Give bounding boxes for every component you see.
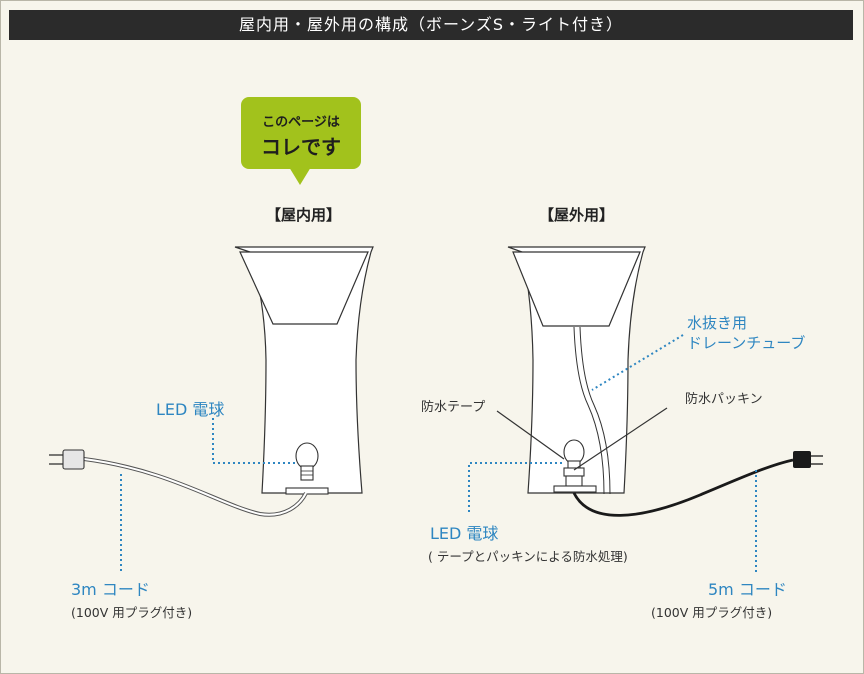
page-title: 屋内用・屋外用の構成（ボーンズS・ライト付き） xyxy=(9,10,853,40)
indoor-heading: 【屋内用】 xyxy=(266,206,342,224)
outdoor-planter xyxy=(507,246,646,494)
indoor-plug-icon xyxy=(49,449,85,470)
callout-line-2: コレです xyxy=(261,135,341,159)
outdoor-leader-lines xyxy=(468,334,757,572)
indoor-led-label: LED 電球 xyxy=(156,400,225,419)
indoor-leader-lines xyxy=(120,418,297,572)
callout-tail xyxy=(289,167,311,185)
outdoor-cord xyxy=(572,458,794,517)
indoor-planter xyxy=(234,246,374,494)
outdoor-led-bulb xyxy=(553,439,597,493)
waterproof-packing-label: 防水パッキン xyxy=(685,392,763,407)
outdoor-plug-icon xyxy=(793,451,823,468)
callout-bubble: このページは コレです xyxy=(241,97,361,169)
outdoor-cord-note: (100V 用プラグ付き) xyxy=(651,605,773,620)
indoor-cord-label: 3m コード xyxy=(71,580,150,599)
outdoor-pointer-lines xyxy=(496,407,668,471)
outdoor-heading: 【屋外用】 xyxy=(539,206,615,224)
outdoor-led-label: LED 電球 xyxy=(430,524,499,543)
waterproof-tape-label: 防水テープ xyxy=(421,400,486,415)
drain-tube-label-1: 水抜き用 xyxy=(687,314,748,332)
drain-tube-label-2: ドレーンチューブ xyxy=(687,334,806,352)
outdoor-led-note: ( テープとパッキンによる防水処理) xyxy=(428,549,628,564)
drain-tube xyxy=(573,326,611,495)
indoor-led-bulb xyxy=(285,442,329,495)
indoor-cord xyxy=(83,457,308,517)
indoor-cord-note: (100V 用プラグ付き) xyxy=(71,605,193,620)
callout-line-1: このページは xyxy=(262,115,340,130)
outdoor-cord-label: 5m コード xyxy=(708,580,787,599)
